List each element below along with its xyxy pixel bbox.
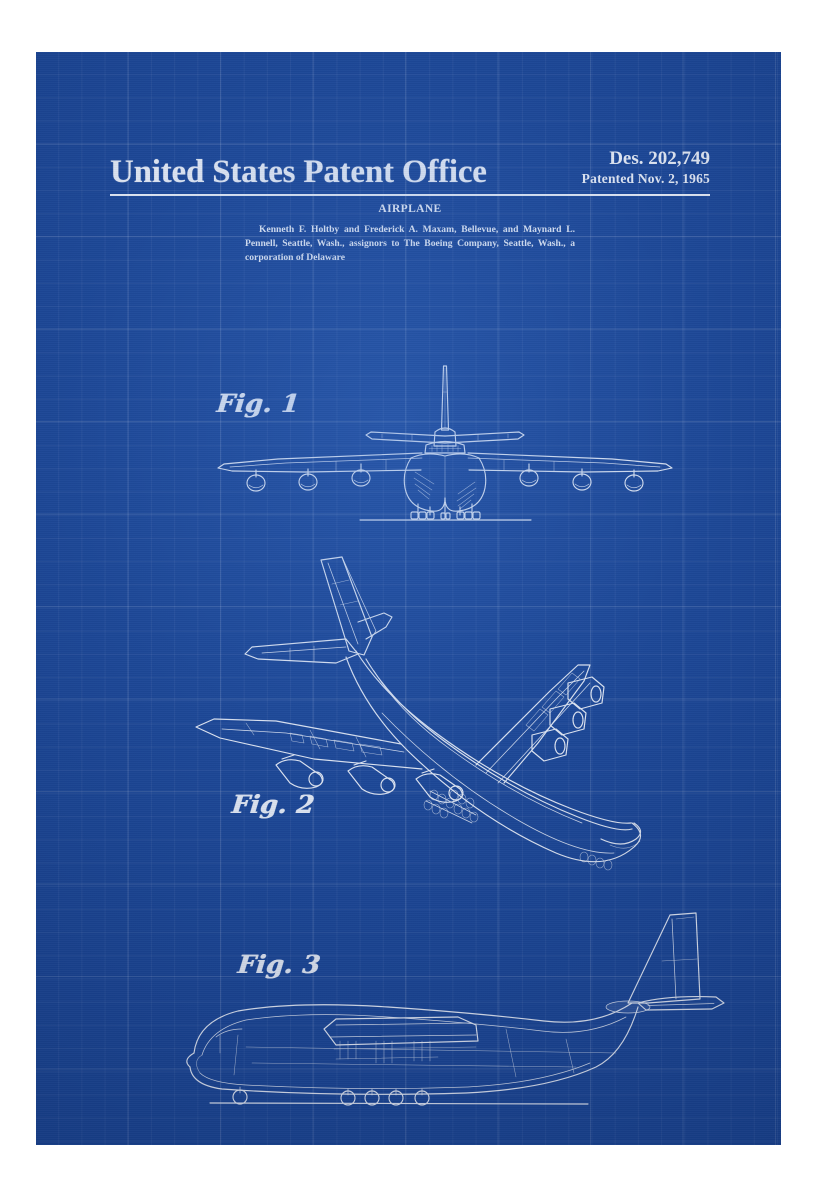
figure-3-drawing bbox=[186, 912, 725, 1106]
fig2-landing-gear-bogies bbox=[423, 789, 479, 824]
figure-1-label: Fig. 1 bbox=[215, 389, 302, 418]
engine-nacelle bbox=[572, 468, 592, 491]
patent-office-title: United States Patent Office bbox=[110, 154, 487, 191]
engine-nacelle bbox=[347, 760, 396, 795]
fig2-horizontal-stabilizer-right bbox=[357, 612, 393, 640]
patent-meta: Des. 202,749 Patented Nov. 2, 1965 bbox=[582, 148, 710, 189]
fig2-nose-gear bbox=[579, 851, 613, 871]
fig3-vertical-fin bbox=[627, 912, 701, 1004]
patent-number: Des. 202,749 bbox=[609, 148, 710, 169]
fig3-landing-gear bbox=[232, 1086, 430, 1106]
engine-nacelle bbox=[246, 469, 266, 492]
engine-nacelle bbox=[549, 702, 587, 736]
fig2-fuselage-bottom bbox=[345, 656, 642, 863]
header-title-row: United States Patent Office Des. 202,749… bbox=[110, 148, 710, 189]
fig2-fuselage-spine bbox=[365, 658, 633, 831]
fig2-far-wing bbox=[475, 664, 591, 784]
fig1-left-engines bbox=[246, 463, 371, 492]
invention-title: AIRPLANE bbox=[378, 203, 442, 216]
fig2-near-wing-panels bbox=[289, 732, 383, 756]
fig3-ground-line bbox=[209, 1102, 589, 1105]
engine-nacelle bbox=[531, 728, 569, 762]
patent-date: Patented Nov. 2, 1965 bbox=[581, 170, 710, 186]
fig2-far-wing-panels bbox=[525, 672, 581, 732]
engine-nacelle bbox=[624, 469, 644, 492]
figure-2-label: Fig. 2 bbox=[230, 790, 317, 819]
patent-header: United States Patent Office Des. 202,749… bbox=[110, 148, 710, 264]
fuselage-shading bbox=[413, 471, 477, 510]
fig2-fuselage-top bbox=[355, 650, 632, 824]
fig3-wing-root bbox=[323, 1016, 479, 1046]
figure-1-drawing bbox=[217, 365, 673, 521]
fig2-near-wing bbox=[195, 718, 423, 770]
figure-2-drawing bbox=[195, 556, 642, 871]
fig3-pylon-details bbox=[333, 1040, 477, 1064]
inventors-assignee-text: Kenneth F. Holtby and Frederick A. Maxam… bbox=[245, 224, 575, 263]
engine-nacelle bbox=[351, 463, 371, 487]
engine-nacelle bbox=[415, 768, 464, 803]
fig1-right-engines bbox=[519, 463, 644, 492]
fig1-landing-gear bbox=[410, 501, 481, 520]
engine-nacelle bbox=[275, 754, 324, 789]
fig3-fuselage-top bbox=[193, 1002, 633, 1054]
figure-3-label: Fig. 3 bbox=[236, 950, 323, 979]
fuselage-right-lobe bbox=[444, 457, 487, 512]
fig2-ink bbox=[195, 556, 642, 871]
engine-nacelle bbox=[567, 676, 605, 710]
cockpit-windows bbox=[431, 444, 459, 452]
fig3-fuselage-bottom bbox=[189, 1006, 639, 1095]
fig3-ink bbox=[186, 912, 725, 1106]
engine-nacelle bbox=[298, 468, 318, 491]
fuselage-left-lobe bbox=[403, 457, 446, 512]
header-divider bbox=[110, 194, 710, 197]
fig2-far-engines bbox=[531, 676, 605, 762]
blueprint-sheet: United States Patent Office Des. 202,749… bbox=[36, 52, 781, 1145]
engine-nacelle bbox=[519, 463, 539, 487]
fig2-vertical-fin bbox=[320, 556, 373, 656]
fig3-horizontal-stabilizer bbox=[637, 996, 725, 1011]
fig2-horizontal-stabilizer-left bbox=[244, 638, 359, 664]
